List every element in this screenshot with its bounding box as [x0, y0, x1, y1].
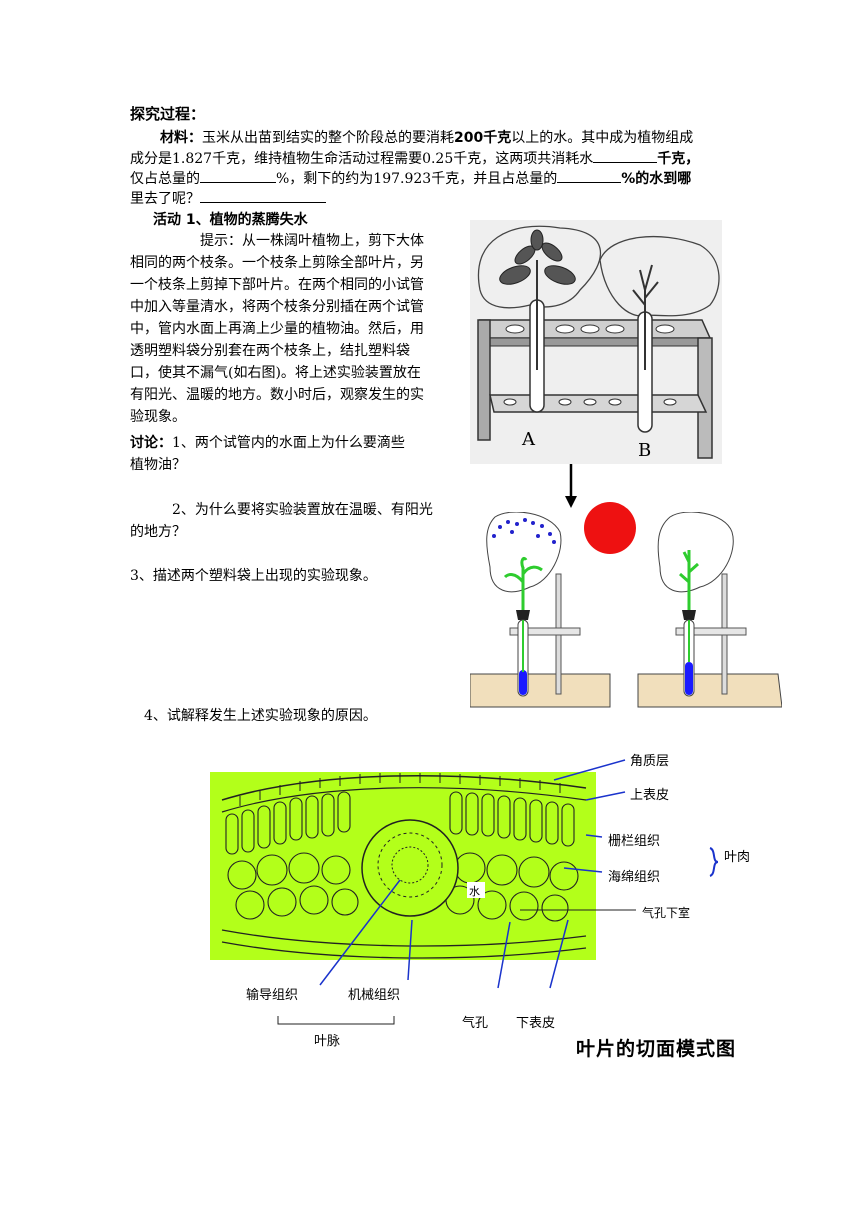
label-palisade: 栅栏组织 [608, 834, 661, 849]
label-vein: 叶脉 [314, 1034, 341, 1049]
tube-a-label: A [521, 429, 536, 450]
label-vascular: 输导组织 [246, 988, 299, 1003]
material-label: 材料： [160, 130, 202, 146]
label-substomatal: 气孔下室 [642, 906, 691, 920]
label-upper-epidermis: 上表皮 [630, 788, 670, 803]
label-spongy: 海绵组织 [608, 870, 661, 885]
label-lower-epidermis: 下表皮 [516, 1016, 556, 1031]
hint-line-3: 一个枝条上剪掉下部叶片。在两个相同的小试管 [130, 277, 424, 293]
discussion-q4: 4、试解释发生上述实验现象的原因。 [144, 708, 377, 724]
material-line-2: 成分是1.827千克，维持植物生命活动过程需要0.25千克，这两项共消耗水千克， [130, 148, 699, 169]
material-line-4: 里去了呢？ [130, 188, 326, 209]
tube-b-label: B [638, 440, 651, 461]
label-stoma: 气孔 [462, 1016, 489, 1031]
transpiration-result-figure [470, 512, 782, 708]
discussion-q2-cont: 的地方？ [130, 524, 186, 540]
leaf-cross-section-diagram: 水 [210, 759, 719, 1025]
label-mesophyll: 叶肉 [724, 850, 751, 865]
down-arrow-icon [565, 464, 577, 508]
discussion-q3: 3、描述两个塑料袋上出现的实验现象。 [130, 568, 377, 584]
blank-percent-2[interactable] [557, 168, 622, 183]
diagram-caption: 叶片的切面模式图 [576, 1038, 737, 1060]
discussion-q1: 讨论：1、两个试管内的水面上为什么要滴些 [130, 435, 405, 451]
label-cuticle: 角质层 [630, 754, 670, 769]
sun-icon [584, 502, 636, 554]
label-mechanical: 机械组织 [348, 988, 401, 1003]
blank-answer[interactable] [200, 188, 326, 203]
discussion-q1-cont: 植物油？ [130, 457, 186, 473]
hint-line-6: 透明塑料袋分别套在两个枝条上，结扎塑料袋 [130, 343, 410, 359]
hint-line-4: 中加入等量清水，将两个枝条分别插在两个试管 [130, 299, 424, 315]
blank-percent-1[interactable] [200, 168, 276, 183]
hint-line-7: 口，使其不漏气(如右图)。将上述实验装置放在 [130, 365, 421, 381]
hint-line-1: 提示：从一株阔叶植物上，剪下大体 [200, 233, 424, 249]
hint-line-8: 有阳光、温暖的地方。数小时后，观察发生的实 [130, 387, 424, 403]
hint-line-2: 相同的两个枝条。一个枝条上剪除全部叶片，另 [130, 255, 424, 271]
hint-line-5: 中，管内水面上再滴上少量的植物油。然后，用 [130, 321, 424, 337]
water-label: 水 [469, 885, 480, 898]
transpiration-setup-figure: A B [470, 220, 722, 464]
material-line-3: 仅占总量的%，剩下的约为197.923千克，并且占总量的%的水到哪 [130, 168, 691, 189]
hint-line-9: 验现象。 [130, 409, 186, 425]
material-line-1: 材料：玉米从出苗到结实的整个阶段总的要消耗200千克以上的水。其中成为植物组成 [160, 130, 694, 146]
blank-total-water[interactable] [593, 148, 658, 163]
discussion-q2: 2、为什么要将实验装置放在温暖、有阳光 [172, 502, 433, 518]
section-heading: 探究过程： [130, 105, 206, 123]
activity-title: 活动 1、植物的蒸腾失水 [153, 212, 308, 228]
discussion-label: 讨论： [130, 435, 172, 451]
